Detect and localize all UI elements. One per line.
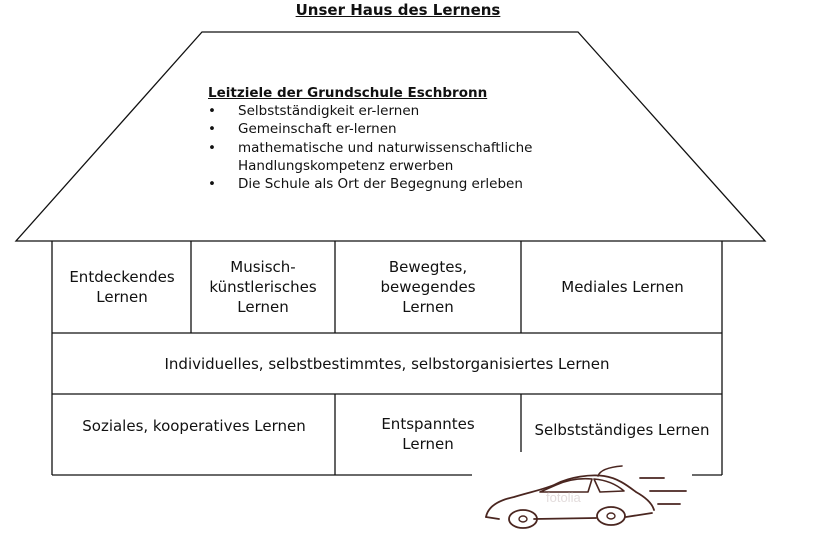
roof-heading: Leitziele der Grundschule Eschbronn [208, 85, 488, 101]
roof-outline [14, 31, 767, 242]
speed-lines [639, 477, 687, 505]
cell-entdeckendes-lernen: Entdeckendes Lernen [69, 268, 175, 306]
car-icon: fotolia [472, 455, 692, 552]
goal-item: Gemeinschaft er-lernen [208, 120, 588, 138]
cell-soziales-lernen: Soziales, kooperatives Lernen [82, 417, 306, 435]
cell-individuelles-lernen: Individuelles, selbstbestimmtes, selbsto… [164, 354, 610, 373]
watermark-text: fotolia [546, 490, 581, 505]
cell-selbststaendiges-lernen: Selbstständiges Lernen [534, 421, 710, 439]
cell-entspanntes-lernen: Entspanntes Lernen [381, 415, 475, 453]
cell-bewegtes-lernen: Bewegtes, bewegendes Lernen [380, 258, 476, 316]
goal-item: mathematische und naturwissenschaftliche… [208, 139, 588, 175]
roof-goals: Leitziele der Grundschule Eschbronn Selb… [208, 84, 588, 193]
cell-musisch-kuenstlerisches-lernen: Musisch-künstlerisches Lernen [209, 258, 317, 316]
goal-list: Selbstständigkeit er-lernen Gemeinschaft… [208, 102, 588, 193]
cell-mediales-lernen: Mediales Lernen [561, 278, 684, 296]
goal-item: Die Schule als Ort der Begegnung erleben [208, 175, 588, 193]
goal-item: Selbstständigkeit er-lernen [208, 102, 588, 120]
house-walls [51, 241, 723, 476]
page-title: Unser Haus des Lernens [295, 1, 501, 19]
